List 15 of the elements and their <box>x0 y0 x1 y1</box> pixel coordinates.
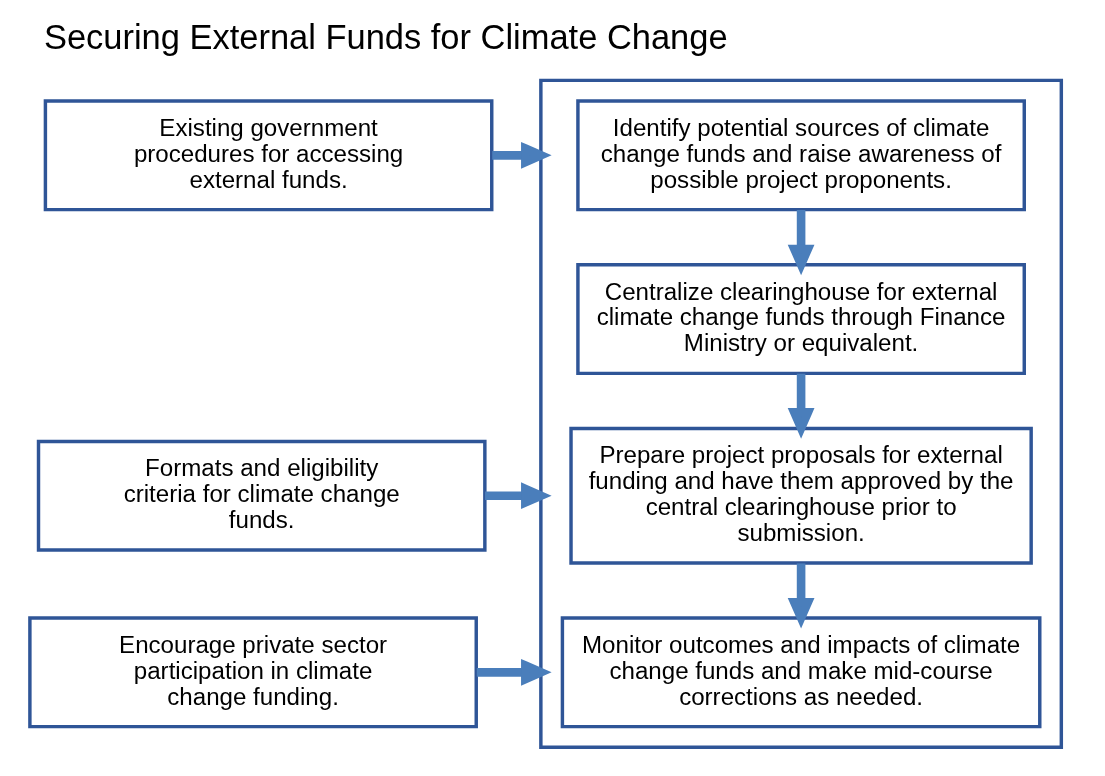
arrow <box>787 563 815 629</box>
node-box: Existing government procedures for accessing external funds. <box>43 99 494 212</box>
arrow <box>492 141 552 169</box>
node-box: Identify potential sources of climate change funds and raise awareness of possible project proponents. <box>576 99 1026 212</box>
arrow <box>787 373 815 439</box>
cluster <box>539 78 1064 750</box>
node-box: Encourage private sector participation in climate change funding. <box>28 616 478 729</box>
node-box: Formats and eligibility criteria for climate change funds. <box>36 439 487 552</box>
node-box: Prepare project proposals for external funding and have them approved by the central clearinghouse prior to submission. <box>569 426 1033 565</box>
arrow <box>476 658 552 686</box>
arrow <box>787 210 815 276</box>
node-box: Centralize clearinghouse for external climate change funds through Finance Ministry or equivalent. <box>576 263 1026 376</box>
arrow <box>485 482 552 510</box>
diagram-title: Securing External Funds for Climate Change <box>43 18 728 57</box>
node-box: Monitor outcomes and impacts of climate change funds and make mid-course corrections as needed. <box>560 616 1042 729</box>
